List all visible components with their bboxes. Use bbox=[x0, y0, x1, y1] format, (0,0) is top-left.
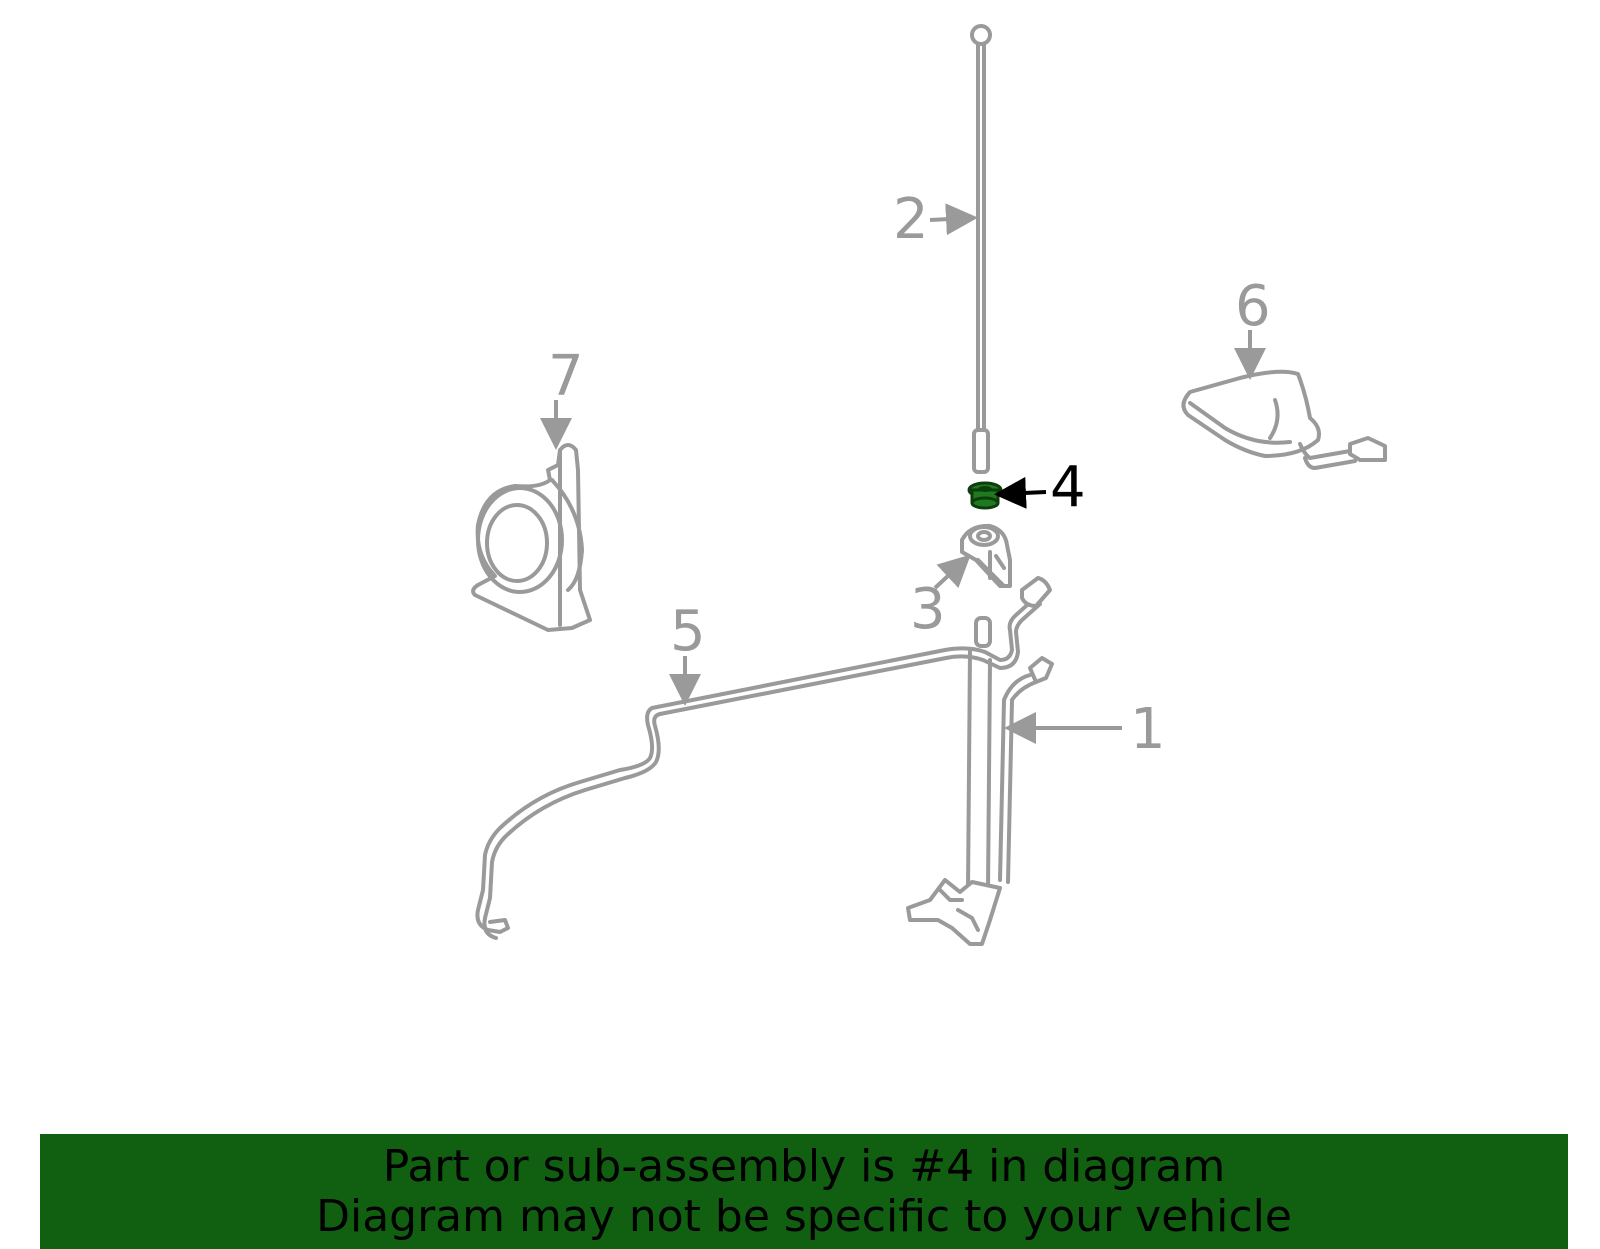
antenna-base-part bbox=[960, 523, 1012, 588]
antenna-mast-part bbox=[970, 24, 992, 474]
leader-2 bbox=[929, 203, 978, 236]
parts-diagram: 1 2 3 4 5 6 7 bbox=[471, 24, 1387, 946]
antenna-lead-part bbox=[906, 616, 1054, 946]
callout-6: 6 bbox=[1235, 274, 1271, 339]
horn-part bbox=[471, 443, 592, 632]
antenna-nut-part-highlighted bbox=[967, 481, 1003, 510]
callout-4: 4 bbox=[1050, 455, 1086, 520]
info-banner: Part or sub-assembly is #4 in diagram Di… bbox=[40, 1134, 1568, 1249]
banner-line-1: Part or sub-assembly is #4 in diagram bbox=[382, 1141, 1226, 1192]
callout-3: 3 bbox=[910, 577, 946, 642]
leader-3 bbox=[933, 554, 971, 590]
callout-1: 1 bbox=[1130, 697, 1166, 762]
shark-fin-antenna-part bbox=[1181, 369, 1387, 470]
antenna-cable-part bbox=[475, 576, 1052, 940]
leader-4 bbox=[994, 476, 1047, 509]
callout-2: 2 bbox=[893, 187, 929, 252]
callout-5: 5 bbox=[670, 599, 706, 664]
banner-line-2: Diagram may not be specific to your vehi… bbox=[316, 1191, 1292, 1242]
callout-7: 7 bbox=[548, 344, 584, 409]
